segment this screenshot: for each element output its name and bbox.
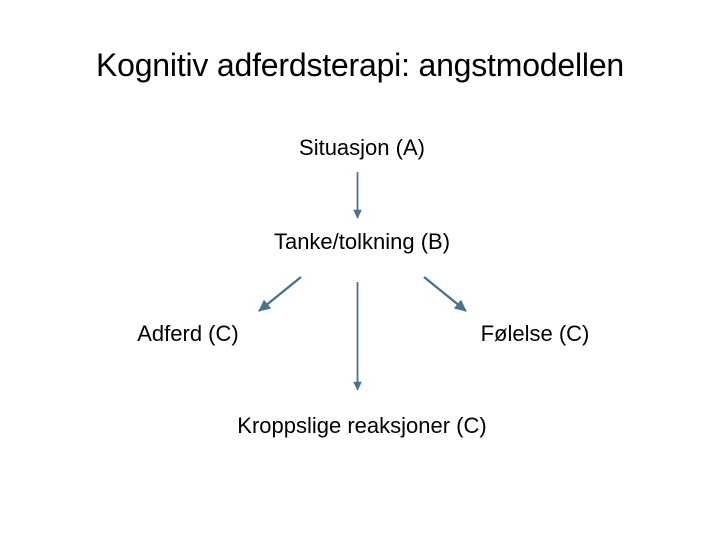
arrow-tanke-to-adferd — [258, 276, 302, 312]
diagram-node-folelse: Følelse (C) — [480, 321, 590, 346]
diagram-node-kroppslige-reaksjoner: Kroppslige reaksjoner (C) — [237, 413, 487, 438]
diagram-node-adferd: Adferd (C) — [137, 321, 239, 346]
arrow-tanke-to-folelse — [423, 276, 467, 312]
diagram-node-situasjon: Situasjon (A) — [299, 135, 425, 160]
diagram-node-tanke-tolkning: Tanke/tolkning (B) — [273, 229, 451, 254]
page-title: Kognitiv adferdsterapi: angstmodellen — [95, 47, 625, 83]
